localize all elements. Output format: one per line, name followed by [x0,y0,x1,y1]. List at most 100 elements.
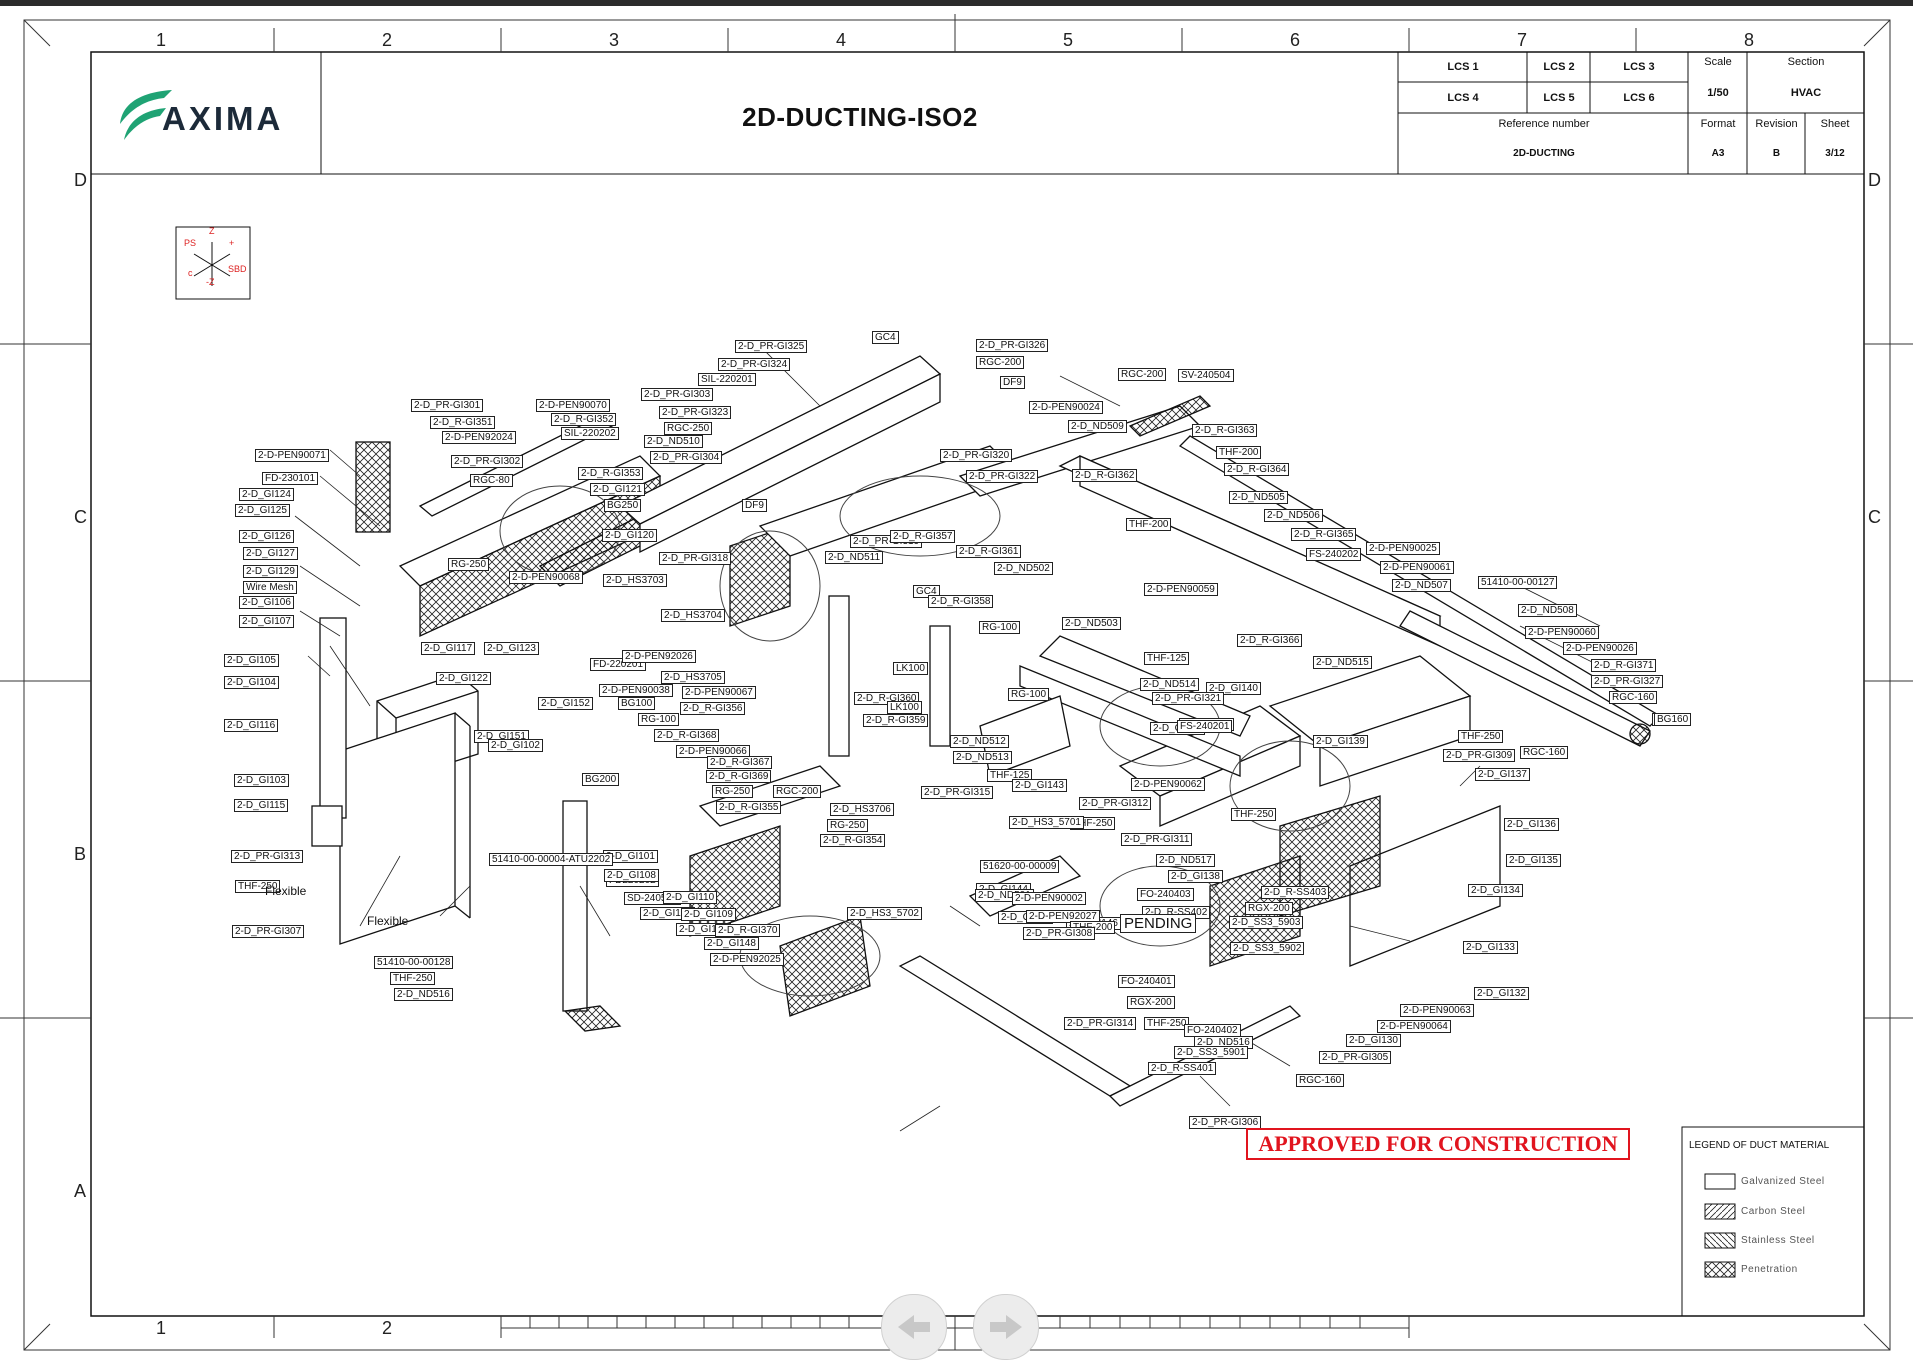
component-tag: 2-D_ND515 [1313,656,1372,669]
component-tag: RG-100 [979,621,1021,634]
component-tag: 2-D-PEN90025 [1366,542,1440,555]
component-tag: FO-240401 [1118,975,1175,988]
component-tag: 2-D_R-GI368 [654,729,720,742]
component-tag: LK100 [887,701,922,714]
component-tag: 2-D_SS3_5902 [1230,942,1305,955]
component-tag: 2-D_PR-GI313 [231,850,304,863]
component-tag: SIL-220202 [561,427,619,440]
component-tag: 2-D_GI139 [1313,735,1368,748]
component-tag: 2-D_R-GI371 [1591,659,1657,672]
component-tag: RG-100 [1008,688,1050,701]
lcs-4: LCS 4 [1447,92,1479,104]
grid-row-c: C [74,507,87,527]
component-tag: 2-D_ND506 [1264,509,1323,522]
component-tag: 2-D_R-GI363 [1192,424,1258,437]
format-value: A3 [1711,148,1725,159]
pending-stamp: PENDING [1120,914,1197,933]
component-tag: RG-100 [638,713,680,726]
flexible-note: Flexible [367,914,409,928]
component-tag: 2-D-PEN92027 [1026,910,1100,923]
component-tag: 2-D_PR-GI302 [451,455,524,468]
component-tag: FS-240202 [1306,548,1362,561]
lcs-1: LCS 1 [1447,61,1479,73]
component-tag: SV-240504 [1178,369,1234,382]
component-tag: 2-D-PEN90070 [536,399,610,412]
component-tag: RG-250 [448,558,490,571]
approved-stamp: APPROVED FOR CONSTRUCTION [1246,1128,1630,1160]
component-tag: 2-D_GI106 [239,596,294,609]
component-tag: 2-D-PEN90067 [682,686,756,699]
component-tag: 2-D_PR-GI322 [966,470,1039,483]
component-tag: 2-D_R-GI367 [707,756,773,769]
component-tag: 2-D-PEN92025 [710,953,784,966]
component-tag: 2-D_GI135 [1506,854,1561,867]
component-tag: 2-D_ND517 [1156,854,1215,867]
lcs-3: LCS 3 [1623,61,1655,73]
component-tag: 2-D_PR-GI306 [1189,1116,1262,1129]
component-tag: 2-D_HS3_5701 [1009,816,1084,829]
component-tag: 2-D_R-GI358 [928,595,994,608]
component-tag: 2-D_GI108 [604,869,659,882]
component-tag: 51410-00-00004-ATU2202 [489,853,614,866]
component-tag: RG-250 [712,785,754,798]
component-tag: RGX-200 [1127,996,1175,1009]
component-tag: 2-D_PR-GI321 [1152,692,1225,705]
legend-penetration: Penetration [1741,1264,1798,1275]
component-tag: 2-D-PEN90063 [1400,1004,1474,1017]
component-tag: 2-D_PR-GI325 [735,340,808,353]
component-tag: GC4 [872,331,899,344]
component-tag: RGX-200 [1245,902,1293,915]
component-tag: 2-D_R-GI359 [863,714,929,727]
component-tag: 2-D_PR-GI308 [1023,927,1096,940]
component-tag: 2-D_PR-GI303 [641,388,714,401]
drawing-title: 2D-DUCTING-ISO2 [742,102,978,132]
legend-stainless: Stainless Steel [1741,1235,1815,1246]
component-tag: 2-D-PEN90064 [1377,1020,1451,1033]
grid-col-6: 6 [1290,30,1301,50]
component-tag: 2-D_GI137 [1475,768,1530,781]
component-tag: 2-D_GI133 [1463,941,1518,954]
component-tag: 2-D_R-GI369 [706,770,772,783]
component-tag: RGC-160 [1296,1074,1345,1087]
component-tag: 2-D_GI121 [590,483,645,496]
arrow-right-icon [990,1315,1022,1339]
component-tag: 2-D_GI143 [1012,779,1067,792]
reference-label: Reference number [1498,118,1590,130]
revision-label: Revision [1755,118,1798,130]
grid-col-7: 7 [1517,30,1528,50]
axis-plus: + [229,238,235,248]
grid-row-a: A [74,1181,87,1201]
lcs-5: LCS 5 [1543,92,1575,104]
component-tag: 2-D_R-GI353 [578,467,644,480]
component-tag: 2-D-PEN90061 [1380,561,1454,574]
next-page-button[interactable] [973,1294,1039,1360]
component-tag: THF-250 [390,972,436,985]
grid-row-d: D [74,170,87,190]
component-tag: 2-D_GI129 [243,565,298,578]
component-tag: 2-D_R-GI362 [1072,469,1138,482]
grid-col-4: 4 [836,30,847,50]
component-tag: BG250 [604,499,642,512]
component-tag: LK100 [893,662,928,675]
lcs-2: LCS 2 [1543,61,1575,73]
component-tag: 2-D_GI130 [1346,1034,1401,1047]
component-tag: 2-D_PR-GI323 [659,406,732,419]
component-tag: 2-D-PEN92026 [622,650,696,663]
component-tag: 2-D-PEN90060 [1525,626,1599,639]
component-tag: 2-D_ND516 [394,988,453,1001]
component-tag: 2-D-PEN90038 [599,684,673,697]
component-tag: 2-D_HS3_5702 [847,907,922,920]
format-label: Format [1700,118,1736,130]
component-tag: 51410-00-00127 [1478,576,1558,589]
component-tag: 2-D_GI134 [1468,884,1523,897]
component-tag: 2-D_PR-GI314 [1064,1017,1137,1030]
component-tag: 2-D_HS3704 [661,609,725,622]
prev-page-button[interactable] [881,1294,947,1360]
component-tag: 2-D_GI104 [224,676,279,689]
component-tag: 2-D_ND503 [1062,617,1121,630]
component-tag: 2-D-PEN90059 [1144,583,1218,596]
legend-galvanized: Galvanized Steel [1741,1176,1825,1187]
grid-col-3: 3 [609,30,620,50]
component-tag: 2-D_R-GI354 [820,834,886,847]
component-tag: BG200 [582,773,620,786]
